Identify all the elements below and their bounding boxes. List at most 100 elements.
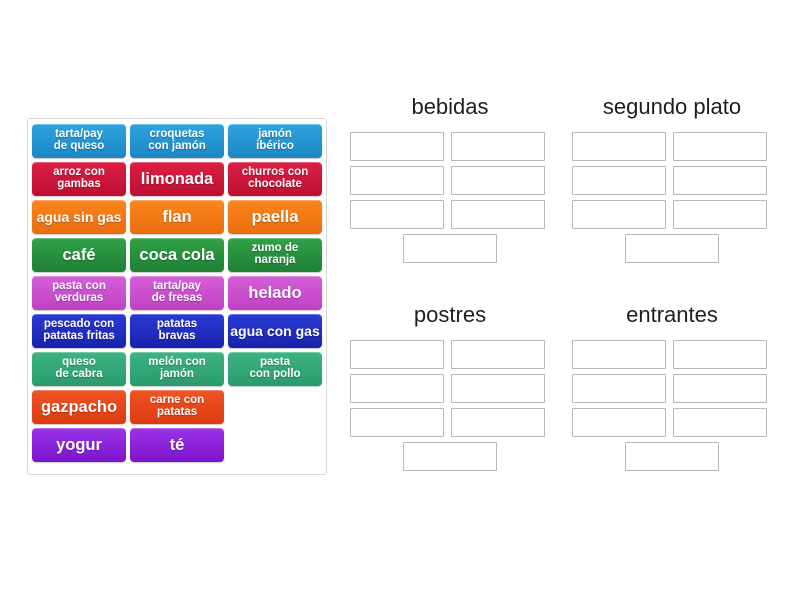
drop-slot[interactable]	[673, 200, 767, 229]
drop-slot[interactable]	[673, 340, 767, 369]
drop-slot[interactable]	[625, 442, 719, 471]
tile-label-line: jamón	[160, 368, 194, 380]
tile-label-line: con jamón	[148, 140, 206, 152]
drop-slot[interactable]	[673, 408, 767, 437]
tile-label-line: gazpacho	[40, 397, 118, 416]
tile-label-line: café	[62, 245, 96, 264]
draggable-word-tile[interactable]: gazpacho	[32, 390, 127, 424]
draggable-word-tile[interactable]: flan	[130, 200, 224, 234]
drop-slot[interactable]	[350, 340, 444, 369]
drop-slot[interactable]	[572, 408, 666, 437]
tile-label-line: flan	[162, 207, 192, 226]
drop-slot[interactable]	[451, 374, 545, 403]
drop-slot[interactable]	[572, 200, 666, 229]
tile-label-line: limonada	[140, 169, 214, 188]
tile-empty-placeholder	[228, 390, 322, 424]
draggable-word-tile[interactable]: agua sin gas	[32, 200, 126, 234]
tile-empty-placeholder	[228, 428, 322, 462]
drop-slot[interactable]	[451, 200, 545, 229]
tile-label-line: con pollo	[249, 368, 301, 380]
category-title: entrantes	[626, 302, 718, 327]
draggable-word-tile[interactable]: paella	[228, 200, 322, 234]
drop-slot-row-last	[350, 442, 550, 471]
drop-slot[interactable]	[572, 374, 666, 403]
tile-label-line: coca cola	[139, 245, 215, 264]
draggable-word-tile[interactable]: helado	[228, 276, 322, 310]
category-slots[interactable]	[350, 340, 550, 437]
tile-label-line: patatas fritas	[43, 330, 115, 342]
tile-label-line: naranja	[254, 254, 296, 266]
category-slots[interactable]	[350, 132, 550, 229]
drop-slot[interactable]	[625, 234, 719, 263]
tile-label-line: agua sin gas	[36, 208, 122, 225]
draggable-word-tile[interactable]: café	[32, 238, 126, 272]
drop-slot-row-last	[572, 442, 772, 471]
tile-label-line: patatas	[156, 318, 198, 331]
tile-label-line: jamón	[258, 128, 292, 141]
tile-label-line: zumo de	[251, 242, 299, 255]
drop-slot[interactable]	[350, 374, 444, 403]
draggable-word-tile[interactable]: yogur	[32, 428, 127, 462]
drop-slot[interactable]	[572, 132, 666, 161]
drop-slot-row-last	[572, 234, 772, 263]
tile-label-line: bravas	[158, 330, 196, 342]
drop-slot[interactable]	[673, 132, 767, 161]
category-panel-postres: postres	[350, 304, 550, 471]
category-title: postres	[413, 302, 487, 327]
draggable-word-tile[interactable]: té	[130, 428, 225, 462]
tile-label-line: de cabra	[55, 368, 103, 380]
drop-slot[interactable]	[451, 408, 545, 437]
category-panel-segundo-plato: segundo plato	[572, 96, 772, 263]
tile-label-line: carne con	[149, 394, 205, 407]
category-title: bebidas	[411, 94, 489, 119]
tile-label-line: chocolate	[248, 178, 302, 190]
category-panel-entrantes: entrantes	[572, 304, 772, 471]
drop-slot[interactable]	[572, 340, 666, 369]
draggable-word-tile[interactable]: agua con gas	[228, 314, 322, 348]
tile-label-line: arroz con	[53, 166, 105, 179]
tile-row: agua sin gas flan paella	[32, 200, 322, 234]
drop-slot[interactable]	[350, 132, 444, 161]
drop-slot[interactable]	[350, 200, 444, 229]
drop-slot[interactable]	[673, 374, 767, 403]
category-slots[interactable]	[572, 340, 772, 437]
drop-slot[interactable]	[572, 166, 666, 195]
drop-slot[interactable]	[403, 234, 497, 263]
drop-slot[interactable]	[451, 340, 545, 369]
tile-label-line: gambas	[57, 178, 101, 190]
drop-slot[interactable]	[673, 166, 767, 195]
draggable-word-tile[interactable]: limonada	[130, 162, 224, 196]
drop-slot[interactable]	[403, 442, 497, 471]
tile-label-line: de fresas	[151, 292, 203, 304]
drop-slot-row-last	[350, 234, 550, 263]
draggable-word-tile[interactable]: coca cola	[130, 238, 224, 272]
drop-slot[interactable]	[350, 166, 444, 195]
tile-label-line: de queso	[53, 140, 105, 152]
category-slots[interactable]	[572, 132, 772, 229]
drop-slot[interactable]	[350, 408, 444, 437]
tile-label-line: queso	[62, 356, 96, 369]
drop-slot[interactable]	[451, 132, 545, 161]
category-title: segundo plato	[602, 94, 742, 119]
drop-slot[interactable]	[451, 166, 545, 195]
tile-label-line: tarta/pay	[55, 128, 103, 141]
